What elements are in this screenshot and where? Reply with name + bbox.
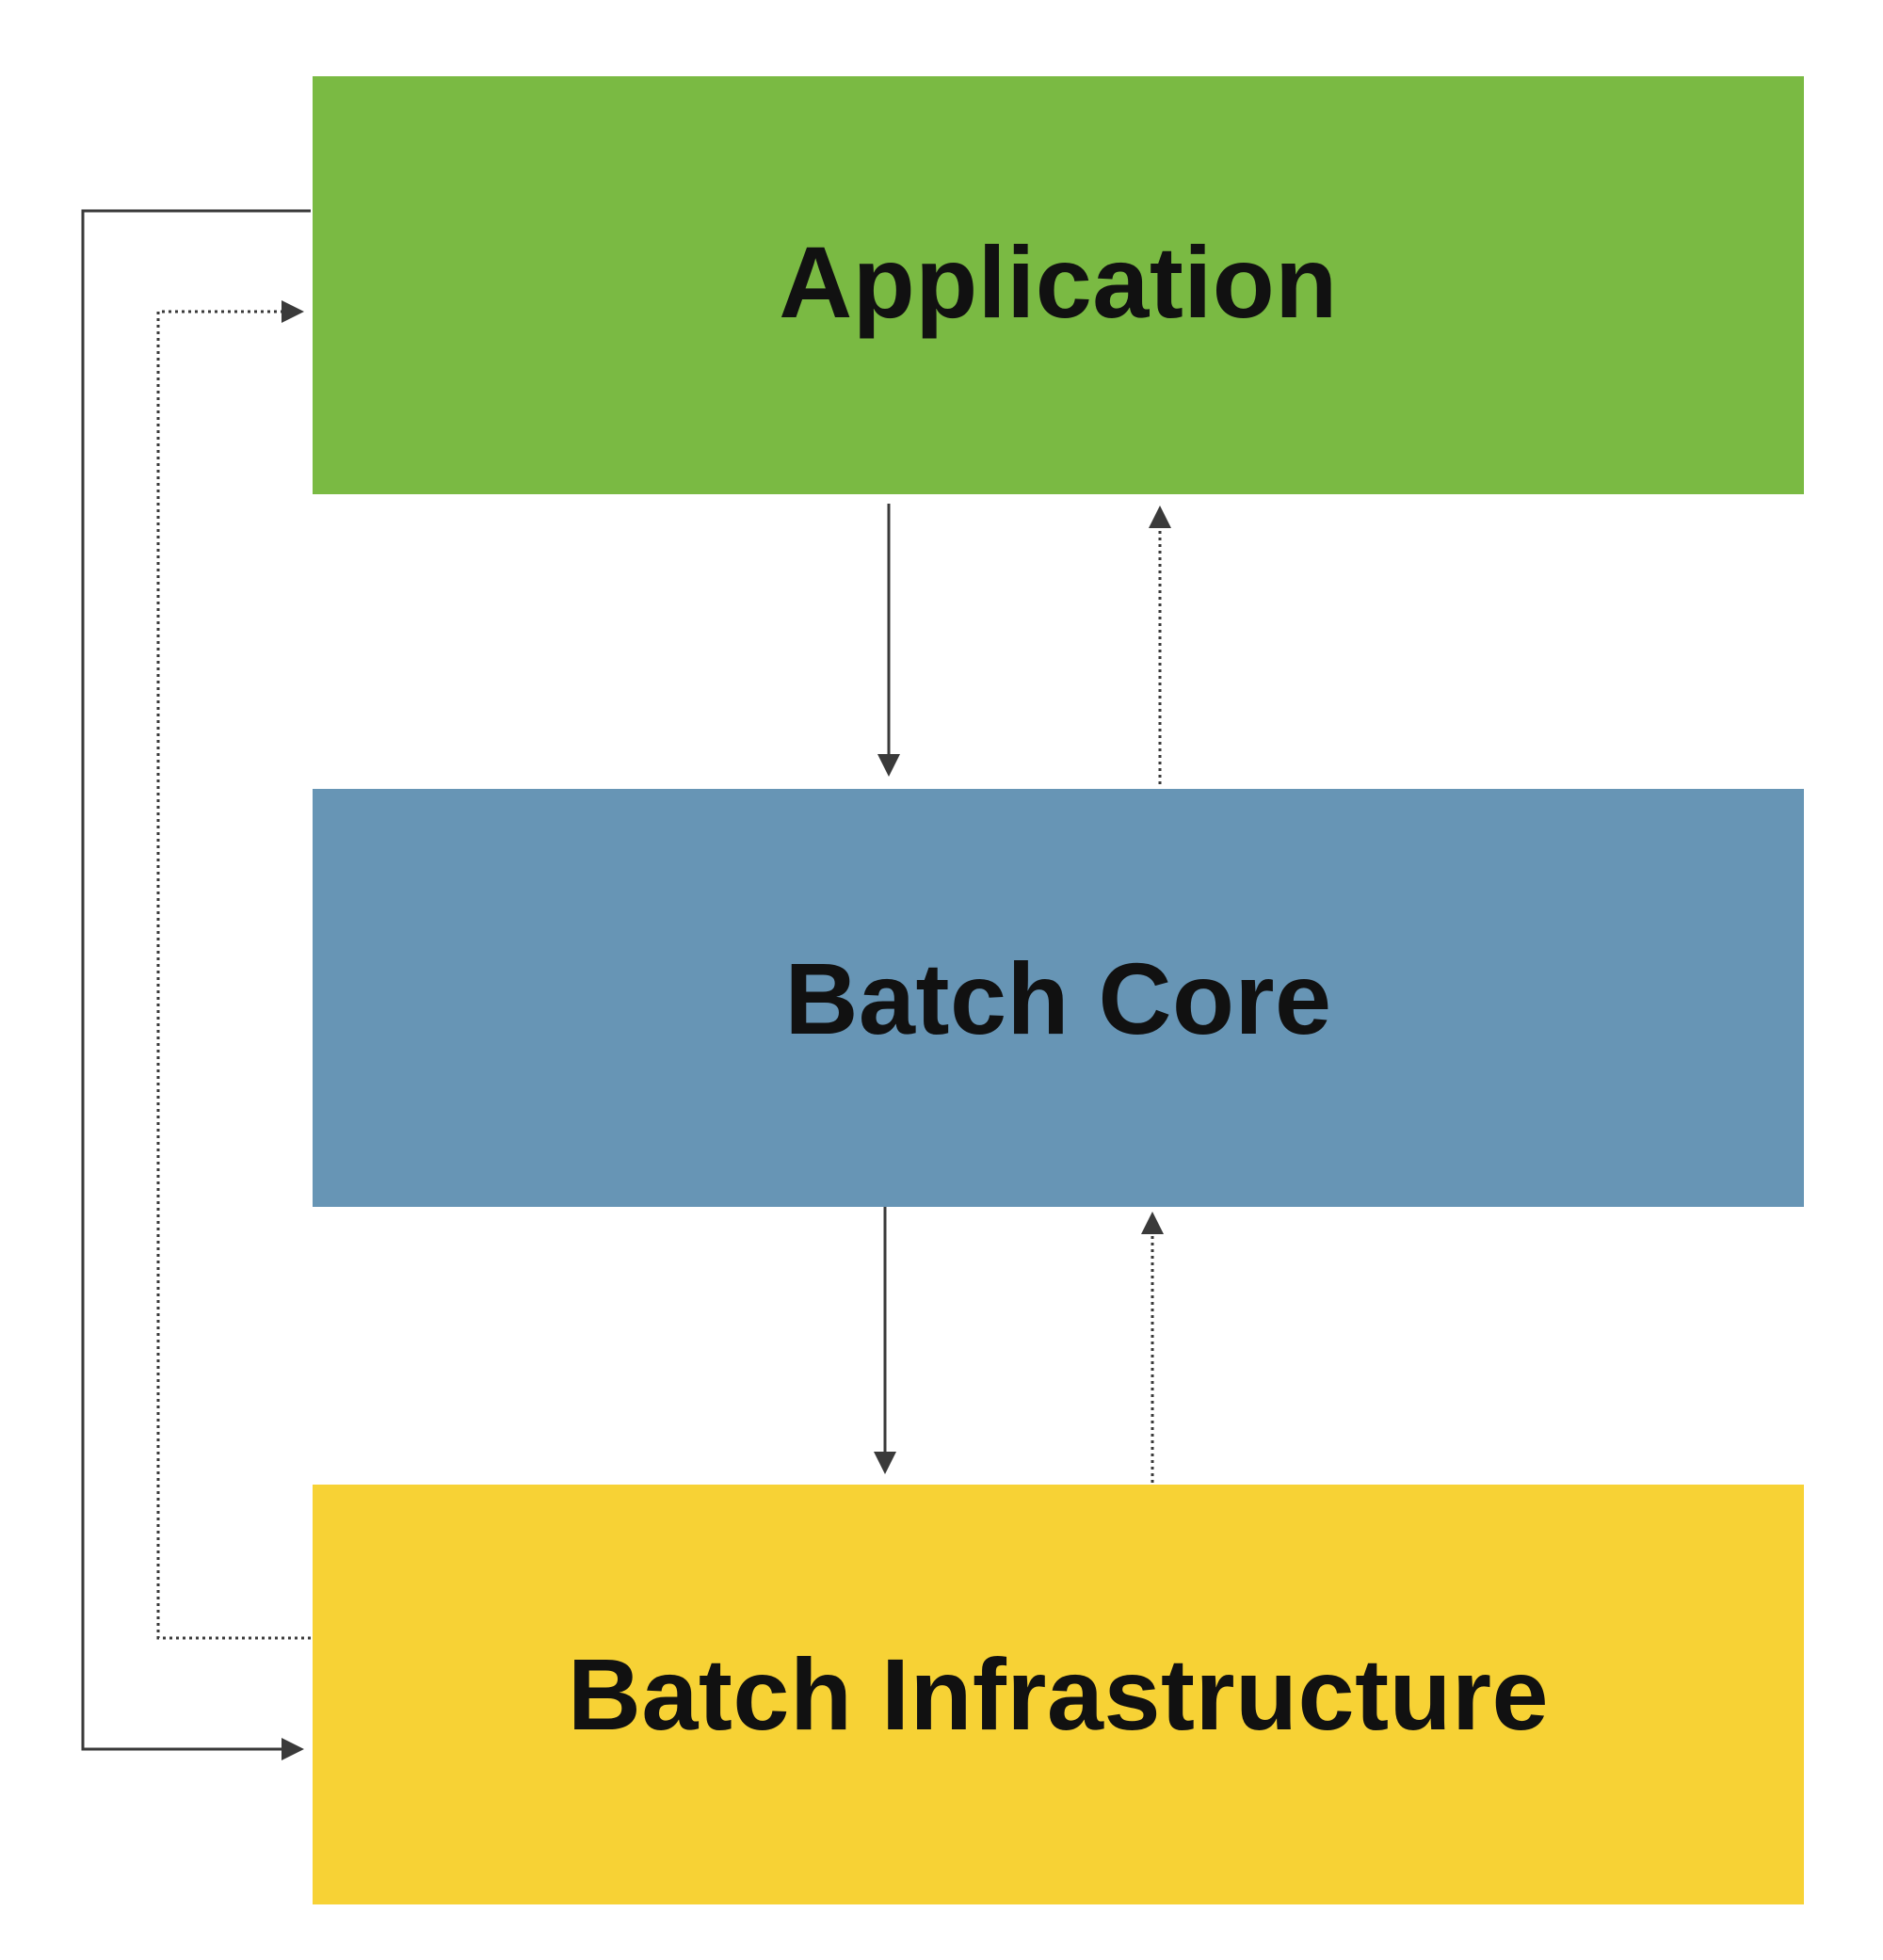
arrow-infrastructure-to-application — [156, 300, 311, 1640]
layer-application-label: Application — [779, 224, 1338, 339]
layer-batch-infrastructure: Batch Infrastructure — [313, 1485, 1804, 1904]
layer-batch-infrastructure-label: Batch Infrastructure — [567, 1636, 1550, 1751]
layer-application: Application — [313, 76, 1804, 494]
arrow-application-to-infrastructure — [81, 209, 311, 1760]
layer-batch-core-label: Batch Core — [784, 940, 1332, 1055]
layer-batch-core: Batch Core — [313, 789, 1804, 1207]
